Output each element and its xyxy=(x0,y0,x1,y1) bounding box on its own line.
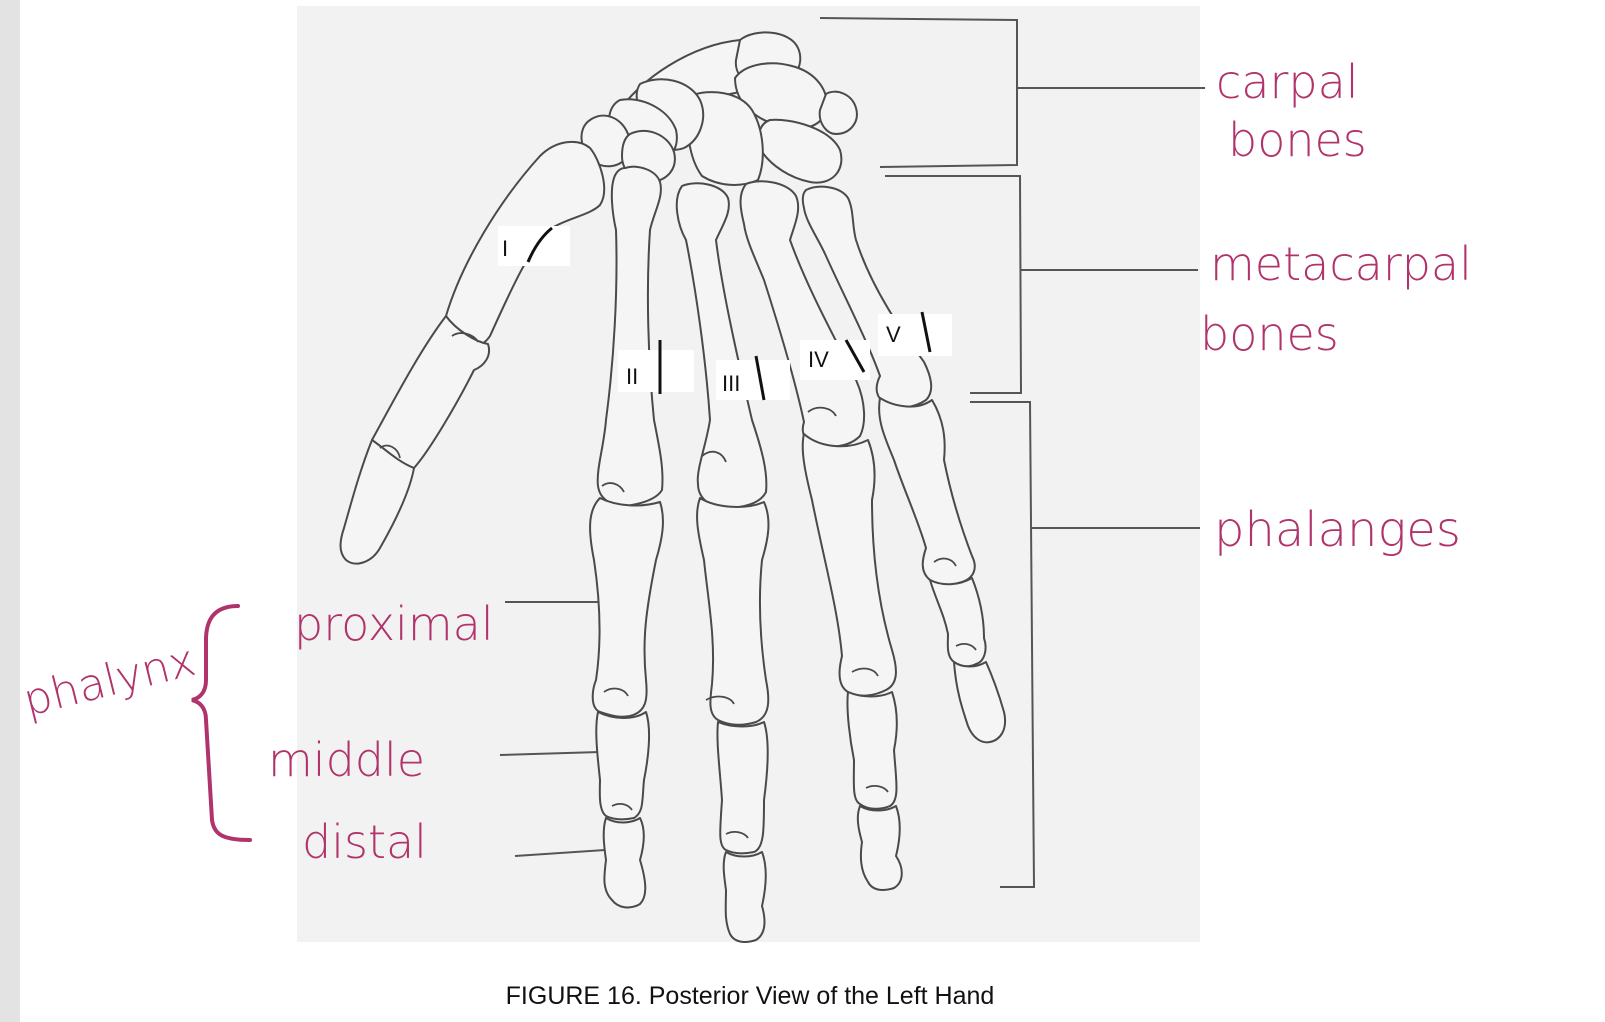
numeral-III: III xyxy=(722,371,740,396)
left-margin-strip xyxy=(0,0,20,1022)
numeral-II: II xyxy=(626,364,638,389)
numeral-V: V xyxy=(886,322,901,347)
digit-III xyxy=(675,182,770,943)
annotation-carpal-line2: bones xyxy=(1228,113,1367,167)
annotation-carpal-bones: carpal bones xyxy=(1216,55,1367,167)
annotation-brace xyxy=(191,604,252,842)
figure-caption: FIGURE 16. Posterior View of the Left Ha… xyxy=(505,982,995,1010)
digit-IV xyxy=(739,180,903,891)
annotation-metacarpal-bones: metacarpal bones xyxy=(1200,237,1472,361)
leader-middle xyxy=(499,751,601,756)
annotation-phalanges: phalanges xyxy=(1214,502,1461,558)
digit-I xyxy=(339,140,606,565)
annotation-middle: middle xyxy=(268,733,425,787)
annotation-phalynx: phalynx xyxy=(18,635,200,727)
bracket-metacarpal xyxy=(885,175,1198,394)
annotation-distal: distal xyxy=(302,815,427,869)
carpal-bones xyxy=(580,31,858,186)
bracket-carpal xyxy=(819,17,1205,168)
numeral-I: I xyxy=(502,236,508,261)
annotation-metacarpal-line1: metacarpal xyxy=(1210,237,1472,291)
annotation-carpal-line1: carpal xyxy=(1216,55,1359,109)
bracket-phalanges xyxy=(970,401,1200,888)
numeral-IV: IV xyxy=(808,347,829,372)
annotation-metacarpal-line2: bones xyxy=(1200,307,1339,361)
annotation-proximal: proximal xyxy=(294,597,494,651)
leader-distal xyxy=(514,849,606,857)
digit-II xyxy=(589,165,664,909)
metacarpal-labels: I II III IV V xyxy=(498,226,952,401)
